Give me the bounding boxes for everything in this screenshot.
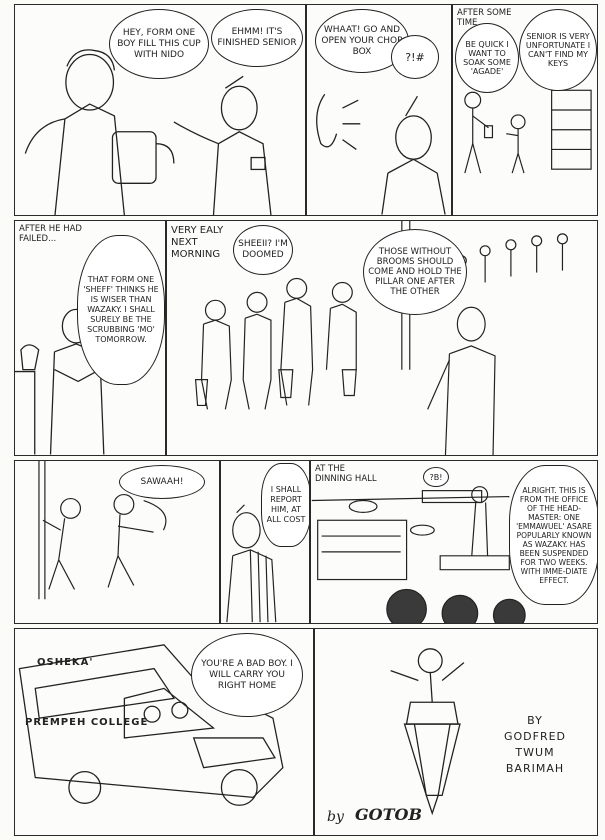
speech-bubble-sawaah: SAWAAH!: [119, 465, 205, 499]
credit-name-first: GODFRED: [503, 730, 567, 743]
panel-8: AT THE DINNING HALL ?B! ALRIGHT. THIS IS…: [310, 460, 598, 624]
panel-8-art: [311, 486, 526, 623]
caption-after-some-time: AFTER SOME TIME: [457, 8, 512, 28]
caption-very-early-morning: VERY EALY NEXT MORNING: [171, 225, 224, 260]
speech-bubble-brooms-pillar: THOSE WITHOUT BROOMS SHOULD COME AND HOL…: [363, 229, 467, 315]
speech-bubble-open-chop-box: WHAAT! GO AND OPEN YOUR CHOP BOX: [315, 9, 409, 73]
signature-by: by: [327, 809, 344, 825]
bus-sign-side: PREMPEH COLLEGE: [25, 717, 149, 728]
artist-signature: GOTOB: [355, 805, 422, 824]
speech-bubble-senior-nido: HEY, FORM ONE BOY FILL THIS CUP WITH NID…: [109, 9, 209, 79]
panel-9-art: [18, 644, 284, 806]
speech-bubble-junior-finished: EHMM! IT'S FINISHED SENIOR: [211, 9, 303, 67]
panel-1: HEY, FORM ONE BOY FILL THIS CUP WITH NID…: [14, 4, 306, 216]
speech-bubble-im-doomed: SHEEII? I'M DOOMED: [233, 225, 293, 275]
speech-bubble-bad-boy: YOU'RE A BAD BOY. I WILL CARRY YOU RIGHT…: [191, 633, 303, 717]
speech-bubble-exclaim: ?B!: [423, 467, 449, 487]
bus-sign-top: OSHEKA': [37, 657, 94, 668]
panel-3: AFTER SOME TIME BE QUICK I WANT TO SOAK …: [452, 4, 598, 216]
pencil-boy-illustration: [390, 648, 465, 816]
panel-4: AFTER HE HAD FAILED... THAT FORM ONE 'SH…: [14, 220, 166, 456]
caption-after-he-failed: AFTER HE HAD FAILED...: [19, 224, 82, 244]
credit-name-middle: TWUM: [515, 746, 555, 759]
panel-5: VERY EALY NEXT MORNING SHEEII? I'M DOOME…: [166, 220, 598, 456]
speech-bubble-confused: ?!#: [391, 35, 439, 79]
panel-10: BY GODFRED TWUM BARIMAH by GOTOB: [314, 628, 598, 836]
panel-6-art: [38, 461, 167, 600]
speech-bubble-suspension-notice: ALRIGHT. THIS IS FROM THE OFFICE OF THE …: [509, 465, 597, 605]
credit-name-last: BARIMAH: [505, 762, 565, 775]
panel-6: SAWAAH!: [14, 460, 220, 624]
panel-1-art: [24, 49, 272, 215]
speech-bubble-wazaky-thinks: THAT FORM ONE 'SHEFF' THINKS HE IS WISER…: [77, 235, 165, 385]
credit-by: BY: [527, 714, 543, 727]
panel-3-art: [464, 89, 592, 174]
panel-2-art: [316, 93, 446, 215]
panel-7-art: [226, 504, 277, 623]
panel-7: I SHALL REPORT HIM, AT ALL COST: [220, 460, 310, 624]
speech-bubble-report-him: I SHALL REPORT HIM, AT ALL COST: [261, 463, 309, 547]
panel-9: OSHEKA' PREMPEH COLLEGE YOU'RE A BAD BOY…: [14, 628, 314, 836]
caption-dining-hall: AT THE DINNING HALL: [315, 464, 377, 484]
panel-5-art: [194, 221, 569, 455]
speech-bubble-cant-find-keys: SENIOR IS VERY UNFORTUNATE I CAN'T FIND …: [519, 9, 597, 91]
speech-bubble-be-quick: BE QUICK I WANT TO SOAK SOME 'AGADE': [455, 23, 519, 93]
panel-2: WHAAT! GO AND OPEN YOUR CHOP BOX ?!#: [306, 4, 452, 216]
